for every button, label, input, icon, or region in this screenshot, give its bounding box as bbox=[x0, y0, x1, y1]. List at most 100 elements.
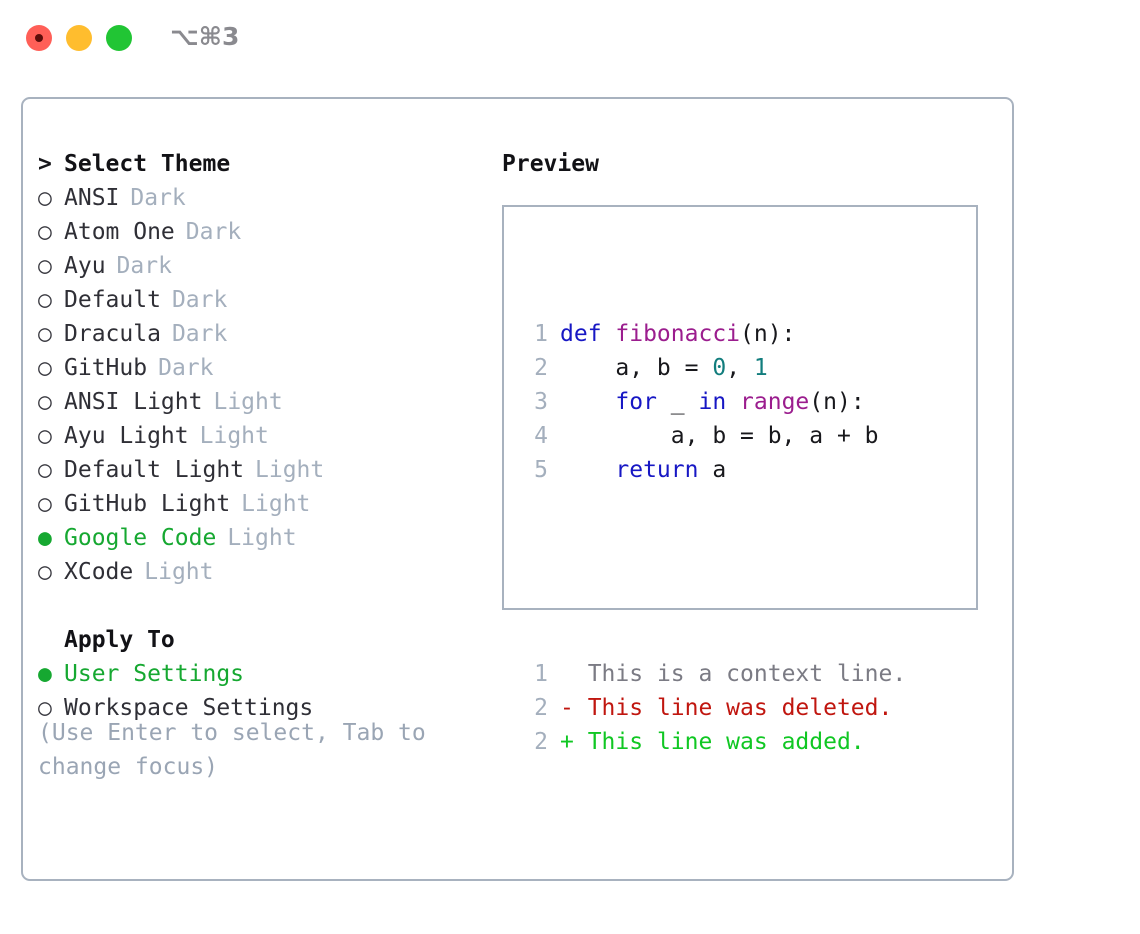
code-token bbox=[560, 389, 615, 415]
code-line: 2 a, b = 0, 1 bbox=[520, 351, 906, 385]
radio-unselected-icon[interactable]: ○ bbox=[38, 423, 52, 449]
code-line: 5 return a bbox=[520, 453, 906, 487]
theme-variant-badge: Light bbox=[199, 423, 269, 449]
code-token: (n): bbox=[740, 321, 796, 347]
code-token: a, b = b, a + b bbox=[560, 423, 879, 449]
diff-line: 1 This is a context line. bbox=[520, 657, 906, 691]
close-window-icon[interactable] bbox=[26, 25, 52, 51]
caret-icon: > bbox=[38, 151, 52, 177]
theme-name-label: Default Light bbox=[64, 457, 245, 483]
theme-name-label: GitHub bbox=[64, 355, 148, 381]
apply-to-heading: Apply To bbox=[64, 627, 175, 653]
theme-list-item[interactable]: ○ Default Light Light bbox=[38, 453, 488, 487]
code-token bbox=[560, 457, 615, 483]
apply-to-option-label: Workspace Settings bbox=[64, 695, 314, 721]
radio-unselected-icon[interactable]: ○ bbox=[38, 321, 52, 347]
code-line: 3 for _ in range(n): bbox=[520, 385, 906, 419]
theme-variant-badge: Dark bbox=[171, 321, 228, 347]
theme-variant-badge: Light bbox=[255, 457, 325, 483]
theme-name-label: GitHub Light bbox=[64, 491, 231, 517]
code-diff-gap bbox=[520, 555, 906, 589]
theme-name-label: Atom One bbox=[64, 219, 175, 245]
theme-list-item[interactable]: ○ GitHub Dark bbox=[38, 351, 488, 385]
maximize-window-icon[interactable] bbox=[106, 25, 132, 51]
line-number: 1 bbox=[534, 661, 548, 687]
theme-variant-badge: Light bbox=[241, 491, 311, 517]
line-number: 1 bbox=[534, 321, 548, 347]
diff-lines: 1 This is a context line.2- This line wa… bbox=[520, 657, 906, 759]
line-number: 2 bbox=[534, 355, 548, 381]
theme-name-label: XCode bbox=[64, 559, 134, 585]
code-token: a, b = bbox=[560, 355, 713, 381]
radio-selected-icon[interactable]: ● bbox=[38, 525, 52, 551]
theme-variant-badge: Light bbox=[213, 389, 283, 415]
radio-unselected-icon[interactable]: ○ bbox=[38, 389, 52, 415]
theme-variant-badge: Dark bbox=[130, 185, 186, 211]
code-token bbox=[726, 389, 740, 415]
theme-name-label: Dracula bbox=[64, 321, 161, 347]
line-number: 4 bbox=[534, 423, 548, 449]
radio-unselected-icon[interactable]: ○ bbox=[38, 457, 52, 483]
theme-name-label: Ayu bbox=[64, 253, 106, 279]
apply-to-heading-row: ○ Apply To bbox=[38, 623, 488, 657]
diff-line: 2 + This line was added. bbox=[520, 725, 906, 759]
radio-unselected-icon[interactable]: ○ bbox=[38, 695, 52, 721]
diff-marker: + bbox=[560, 729, 574, 755]
theme-list-item[interactable]: ○ ANSI Dark bbox=[38, 181, 488, 215]
theme-name-label: ANSI bbox=[64, 185, 120, 211]
apply-to-option[interactable]: ○ Workspace Settings bbox=[38, 691, 488, 725]
code-token: 1 bbox=[753, 355, 768, 381]
keyboard-shortcut-label: ⌥⌘3 bbox=[170, 22, 240, 51]
preview-title: Preview bbox=[502, 151, 599, 177]
theme-variant-badge: Dark bbox=[185, 219, 242, 245]
apply-to-list: ●User Settings ○ Workspace Settings bbox=[38, 657, 488, 725]
code-line: 4 a, b = b, a + b bbox=[520, 419, 906, 453]
code-token: def bbox=[560, 321, 616, 347]
theme-variant-badge: Light bbox=[144, 559, 214, 585]
theme-variant-badge: Dark bbox=[158, 355, 214, 381]
select-theme-heading-row: > Select Theme bbox=[38, 147, 488, 181]
theme-list-item[interactable]: ○ Atom One Dark bbox=[38, 215, 488, 249]
radio-unselected-icon[interactable]: ○ bbox=[38, 559, 52, 585]
line-number: 2 bbox=[534, 729, 548, 755]
diff-text: This line was deleted. bbox=[573, 695, 893, 721]
apply-to-option[interactable]: ●User Settings bbox=[38, 657, 488, 691]
radio-unselected-icon[interactable]: ○ bbox=[38, 185, 52, 211]
theme-list-item[interactable]: ○ GitHub Light Light bbox=[38, 487, 488, 521]
diff-line: 2- This line was deleted. bbox=[520, 691, 906, 725]
line-number: 3 bbox=[534, 389, 548, 415]
spacer-icon: ○ bbox=[38, 623, 64, 657]
radio-unselected-icon[interactable]: ○ bbox=[38, 491, 52, 517]
theme-list-item[interactable]: ○ Ayu Light Light bbox=[38, 419, 488, 453]
radio-unselected-icon[interactable]: ○ bbox=[38, 355, 52, 381]
list-spacer bbox=[38, 589, 488, 623]
theme-list-item[interactable]: ○ Dracula Dark bbox=[38, 317, 488, 351]
code-token: a bbox=[698, 457, 727, 483]
code-token: range bbox=[740, 389, 810, 415]
theme-list-item[interactable]: ○ XCode Light bbox=[38, 555, 488, 589]
radio-unselected-icon[interactable]: ○ bbox=[38, 253, 52, 279]
code-token: 0 bbox=[712, 355, 727, 381]
minimize-window-icon[interactable] bbox=[66, 25, 92, 51]
code-token: , bbox=[726, 355, 754, 381]
theme-list-item[interactable]: ○ ANSI Light Light bbox=[38, 385, 488, 419]
diff-text: This line was added. bbox=[573, 729, 865, 755]
radio-selected-icon[interactable]: ● bbox=[38, 661, 52, 687]
theme-name-label: Ayu Light bbox=[64, 423, 189, 449]
diff-text: This is a context line. bbox=[573, 661, 907, 687]
radio-unselected-icon[interactable]: ○ bbox=[38, 287, 52, 313]
diff-marker bbox=[560, 661, 574, 687]
radio-unselected-icon[interactable]: ○ bbox=[38, 219, 52, 245]
code-token: _ bbox=[656, 389, 699, 415]
line-number: 2 bbox=[534, 695, 548, 721]
theme-name-label: ANSI Light bbox=[64, 389, 203, 415]
